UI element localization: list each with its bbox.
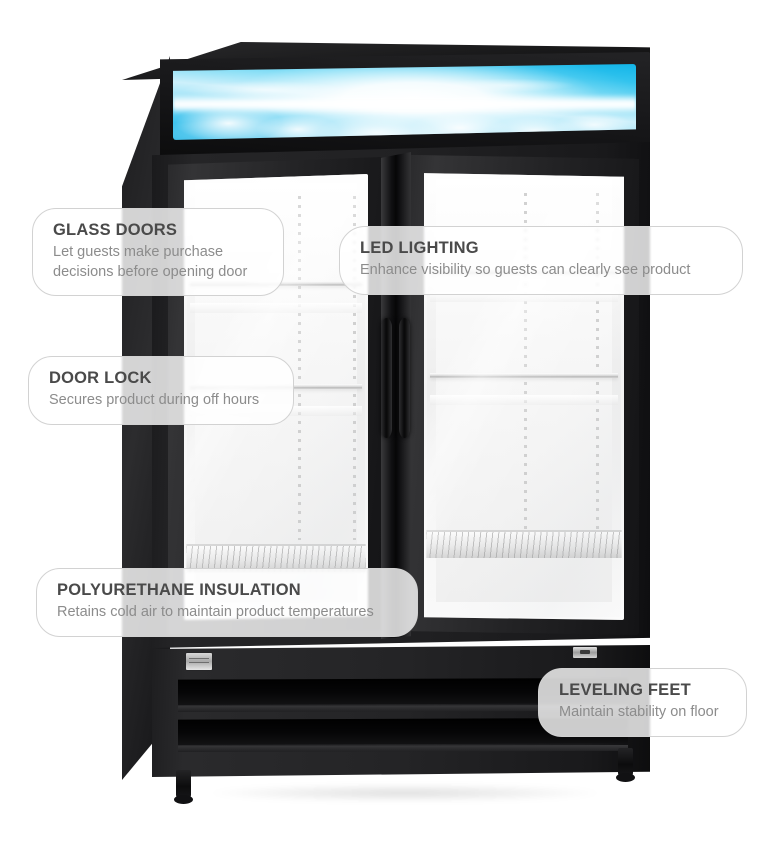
callout-polyurethane-insulation: POLYURETHANE INSULATION Retains cold air… (36, 568, 418, 637)
shelf-standard (596, 192, 599, 539)
callout-glass-doors: GLASS DOORS Let guests make purchase dec… (32, 208, 284, 296)
callout-title: GLASS DOORS (53, 221, 178, 239)
callout-led-lighting: LED LIGHTING Enhance visibility so guest… (339, 226, 743, 295)
shelf-edge (189, 303, 363, 314)
leveling-foot (616, 748, 635, 782)
ventilation-louver-lip (178, 705, 628, 712)
shelf-standard (353, 196, 357, 540)
callout-description: Retains cold air to maintain product tem… (57, 604, 374, 621)
floor-shadow (150, 782, 660, 804)
wire-bottom-shelf (426, 530, 622, 558)
shelf-standard (524, 192, 527, 539)
callout-description: Enhance visibility so guests can clearly… (360, 262, 691, 279)
shelf-edge (430, 395, 618, 405)
callout-description: Secures product during off hours (49, 392, 260, 409)
ventilation-louver-lip (178, 745, 628, 752)
callout-description: Maintain stability on floor (559, 704, 719, 721)
nameplate-badge (186, 653, 212, 670)
door-lock-plate[interactable] (573, 647, 597, 658)
callout-leveling-feet: LEVELING FEET Maintain stability on floo… (538, 668, 747, 737)
callout-title: POLYURETHANE INSULATION (57, 581, 301, 599)
callout-door-lock: DOOR LOCK Secures product during off hou… (28, 356, 294, 425)
door-handle-right[interactable] (399, 318, 410, 438)
shelf-edge (430, 291, 618, 302)
shelf (430, 372, 618, 378)
callout-title: LED LIGHTING (360, 239, 479, 257)
callout-description: Let guests make purchase decisions befor… (53, 244, 248, 280)
leveling-foot (174, 770, 193, 804)
illuminated-sky-header-panel (173, 64, 636, 140)
wire-bottom-shelf (185, 544, 367, 573)
callout-title: LEVELING FEET (559, 681, 691, 699)
sky-clouds-graphic (173, 64, 636, 140)
callout-title: DOOR LOCK (49, 369, 152, 387)
shelf-standard (298, 196, 302, 540)
door-handle-left[interactable] (381, 318, 392, 438)
